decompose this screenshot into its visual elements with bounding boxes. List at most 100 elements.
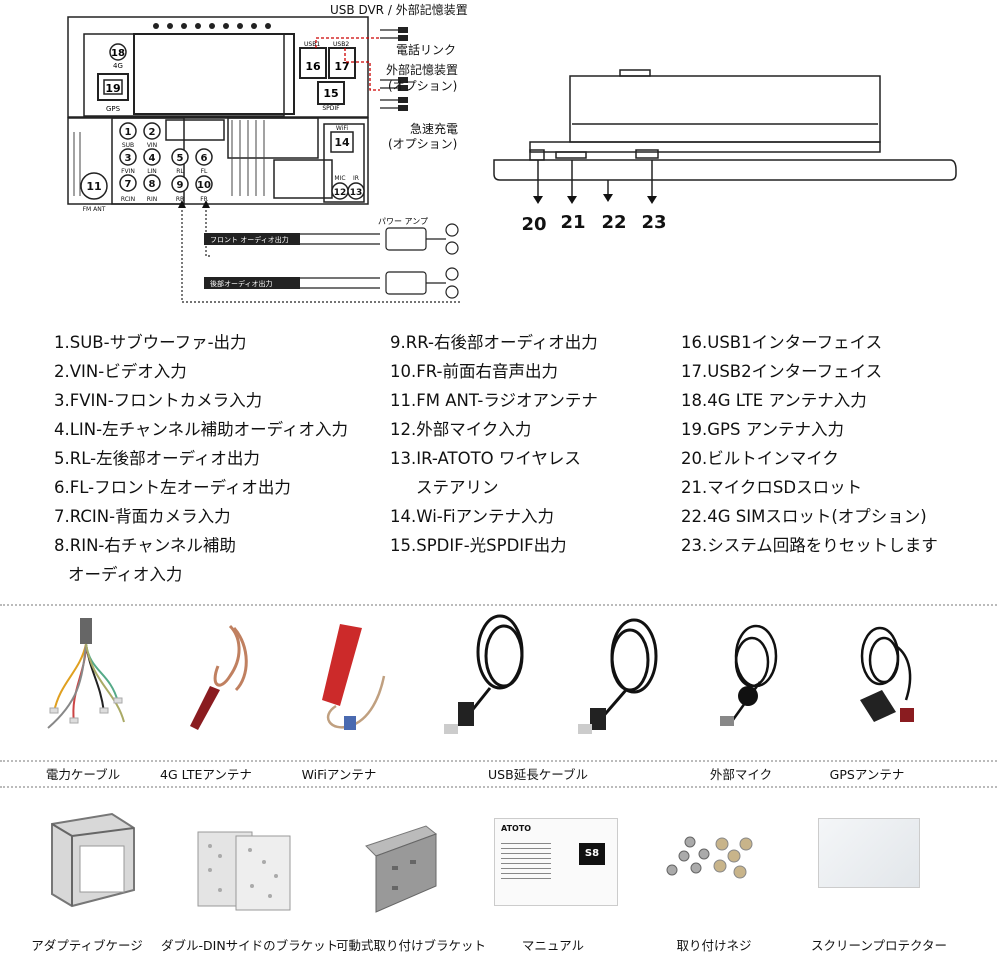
legend-item: 9.RR-右後部オーディオ出力 <box>390 333 598 352</box>
legend-item: 22.4G SIMスロット(オプション) <box>681 507 927 526</box>
svg-text:3: 3 <box>125 153 132 164</box>
side-bracket-image <box>197 831 291 911</box>
accessory-label: マニュアル <box>521 938 585 953</box>
svg-text:12: 12 <box>334 188 347 198</box>
legend-item: 7.RCIN-背面カメラ入力 <box>54 507 231 526</box>
quick-charge-label: 急速充電 <box>410 121 458 136</box>
manual-text-block <box>501 839 551 879</box>
callout-21: 21 <box>560 212 585 233</box>
accessory-label: アダプティブケージ <box>31 938 143 953</box>
port-gps-label: GPS <box>106 105 121 113</box>
legend-item: 18.4G LTE アンテナ入力 <box>681 391 867 410</box>
legend-item: 1.SUB-サブウーファ-出力 <box>54 333 247 352</box>
legend-item-continuation: オーディオ入力 <box>68 565 183 584</box>
adaptive-cage-image <box>51 812 135 908</box>
svg-text:10: 10 <box>197 180 211 191</box>
accessory-label: 電力ケーブル <box>45 767 121 782</box>
svg-text:11: 11 <box>86 180 101 193</box>
legend-item-continuation: ステアリン <box>416 478 499 497</box>
movable-bracket-image <box>365 825 438 913</box>
callout-20: 20 <box>521 214 546 235</box>
legend-item: 5.RL-左後部オーディオ出力 <box>54 449 260 468</box>
accessory-label: ダブル-DINサイドのブラケット <box>161 938 339 953</box>
legend-item: 10.FR-前面右音声出力 <box>390 362 558 381</box>
accessory-label: 4G LTEアンテナ <box>160 767 252 782</box>
legend-item: 3.FVIN-フロントカメラ入力 <box>54 391 263 410</box>
legend-item: 21.マイクロSDスロット <box>681 478 863 497</box>
legend-item: 11.FM ANT-ラジオアンテナ <box>390 391 598 410</box>
port-wifi-label: WiFi <box>336 125 348 132</box>
divider <box>0 604 997 606</box>
legend-item: 8.RIN-右チャンネル補助 <box>54 536 236 555</box>
svg-text:8: 8 <box>149 179 156 190</box>
port-rcin-label: RCIN <box>121 196 135 203</box>
legend-column-2: 9.RR-右後部オーディオ出力 10.FR-前面右音声出力 11.FM ANT-… <box>390 328 598 560</box>
accessory-label: GPSアンテナ <box>829 767 905 782</box>
port-fl-label: FL <box>201 168 208 175</box>
svg-text:7: 7 <box>125 179 132 190</box>
usb-dvr-label: USB DVR / 外部記憶装置 <box>330 2 468 17</box>
port-lin-label: LIN <box>147 168 157 175</box>
port-rl-label: RL <box>176 168 184 175</box>
port-fr-label: FR <box>200 196 208 203</box>
legend-item: 4.LIN-左チャンネル補助オーディオ入力 <box>54 420 348 439</box>
legend-item: 23.システム回路をりセットします <box>681 536 938 555</box>
legend-item: 13.IR-ATOTO ワイヤレス <box>390 449 581 468</box>
gps-antenna-image <box>860 626 914 722</box>
manual-brand: ATOTO <box>501 824 532 833</box>
manual-image: ATOTO S8 <box>494 818 618 906</box>
manual-model: S8 <box>579 843 605 865</box>
callout-22: 22 <box>601 212 626 233</box>
power-amp-label: パワー アンプ <box>378 217 428 226</box>
svg-text:4: 4 <box>149 153 156 164</box>
port-4g-label: 4G <box>113 62 123 70</box>
option1-label: (オプション) <box>388 79 457 93</box>
legend-column-1: 1.SUB-サブウーファ-出力 2.VIN-ビデオ入力 3.FVIN-フロントカ… <box>54 328 348 589</box>
option2-label: (オプション) <box>388 137 457 151</box>
legend-item: 16.USB1インターフェイス <box>681 333 883 352</box>
divider <box>0 786 997 788</box>
legend-item: 20.ビルトインマイク <box>681 449 839 468</box>
port-usb1-label: USB1 <box>304 41 320 48</box>
port-usb2-label: USB2 <box>333 41 349 48</box>
port-mic-label: MIC <box>334 175 345 182</box>
legend-item: 14.Wi-Fiアンテナ入力 <box>390 507 554 526</box>
screws-image <box>666 836 753 879</box>
svg-text:2: 2 <box>149 127 156 138</box>
svg-text:1: 1 <box>125 127 132 138</box>
legend-item: 17.USB2インターフェイス <box>681 362 883 381</box>
accessory-label: 外部マイク <box>709 767 773 782</box>
phone-link-label: 電話リンク <box>396 42 456 57</box>
ext-storage-label: 外部記憶装置 <box>386 62 458 77</box>
legend-item: 15.SPDIF-光SPDIF出力 <box>390 536 567 555</box>
legend-column-3: 16.USB1インターフェイス 17.USB2インターフェイス 18.4G LT… <box>681 328 938 560</box>
port-19-number: 19 <box>105 82 120 95</box>
port-rr-label: RR <box>176 196 184 203</box>
usb-extension-image <box>444 614 658 734</box>
power-cable-image <box>47 618 125 729</box>
legend-item: 2.VIN-ビデオ入力 <box>54 362 187 381</box>
screen-protector-image <box>818 818 920 888</box>
port-ir-label: IR <box>353 175 359 182</box>
port-sub-label: SUB <box>122 142 134 149</box>
front-audio-label: フロント オーディオ出力 <box>210 235 289 244</box>
port-17-number: 17 <box>334 60 349 73</box>
legend-item: 12.外部マイク入力 <box>390 420 532 439</box>
port-vin-label: VIN <box>147 142 157 149</box>
port-fvin-label: FVIN <box>121 168 135 175</box>
port-rin-label: RIN <box>147 196 157 203</box>
callout-23: 23 <box>641 212 666 233</box>
port-fmant-label: FM ANT <box>83 206 106 213</box>
svg-text:14: 14 <box>334 136 350 149</box>
svg-text:5: 5 <box>177 153 184 164</box>
rear-audio-label: 後部オーディオ出力 <box>210 279 273 288</box>
port-18-number: 18 <box>111 48 125 59</box>
svg-text:9: 9 <box>177 180 184 191</box>
port-16-number: 16 <box>305 60 321 73</box>
accessory-label: 可動式取り付けブラケット <box>335 938 486 953</box>
accessory-label: WiFiアンテナ <box>301 767 377 782</box>
port-15-number: 15 <box>323 87 338 100</box>
legend-item: 19.GPS アンテナ入力 <box>681 420 845 439</box>
accessory-label: スクリーンプロテクター <box>810 938 947 953</box>
